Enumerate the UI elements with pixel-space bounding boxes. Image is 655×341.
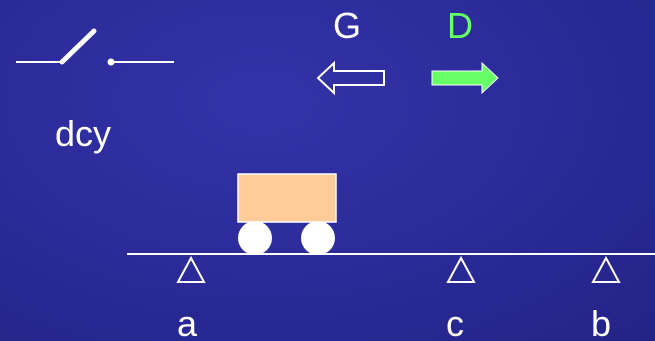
cart-body [237,173,337,223]
cart-wheel-right [301,221,335,255]
cart [237,173,337,255]
cart-wheel-left [238,221,272,255]
direction-right-label: D [447,5,473,46]
direction-left-label: G [333,5,362,46]
arrow-right-icon[interactable] [431,61,499,95]
position-marker-a [176,255,206,283]
position-marker-b [591,255,621,283]
arrow-left-icon[interactable] [316,60,385,96]
position-label-a: a [177,303,198,341]
position-label-c: c [446,303,464,341]
position-label-b: b [591,303,612,341]
switch-label: dcy [55,113,112,154]
switch-icon [16,28,174,66]
position-marker-c [446,255,476,283]
